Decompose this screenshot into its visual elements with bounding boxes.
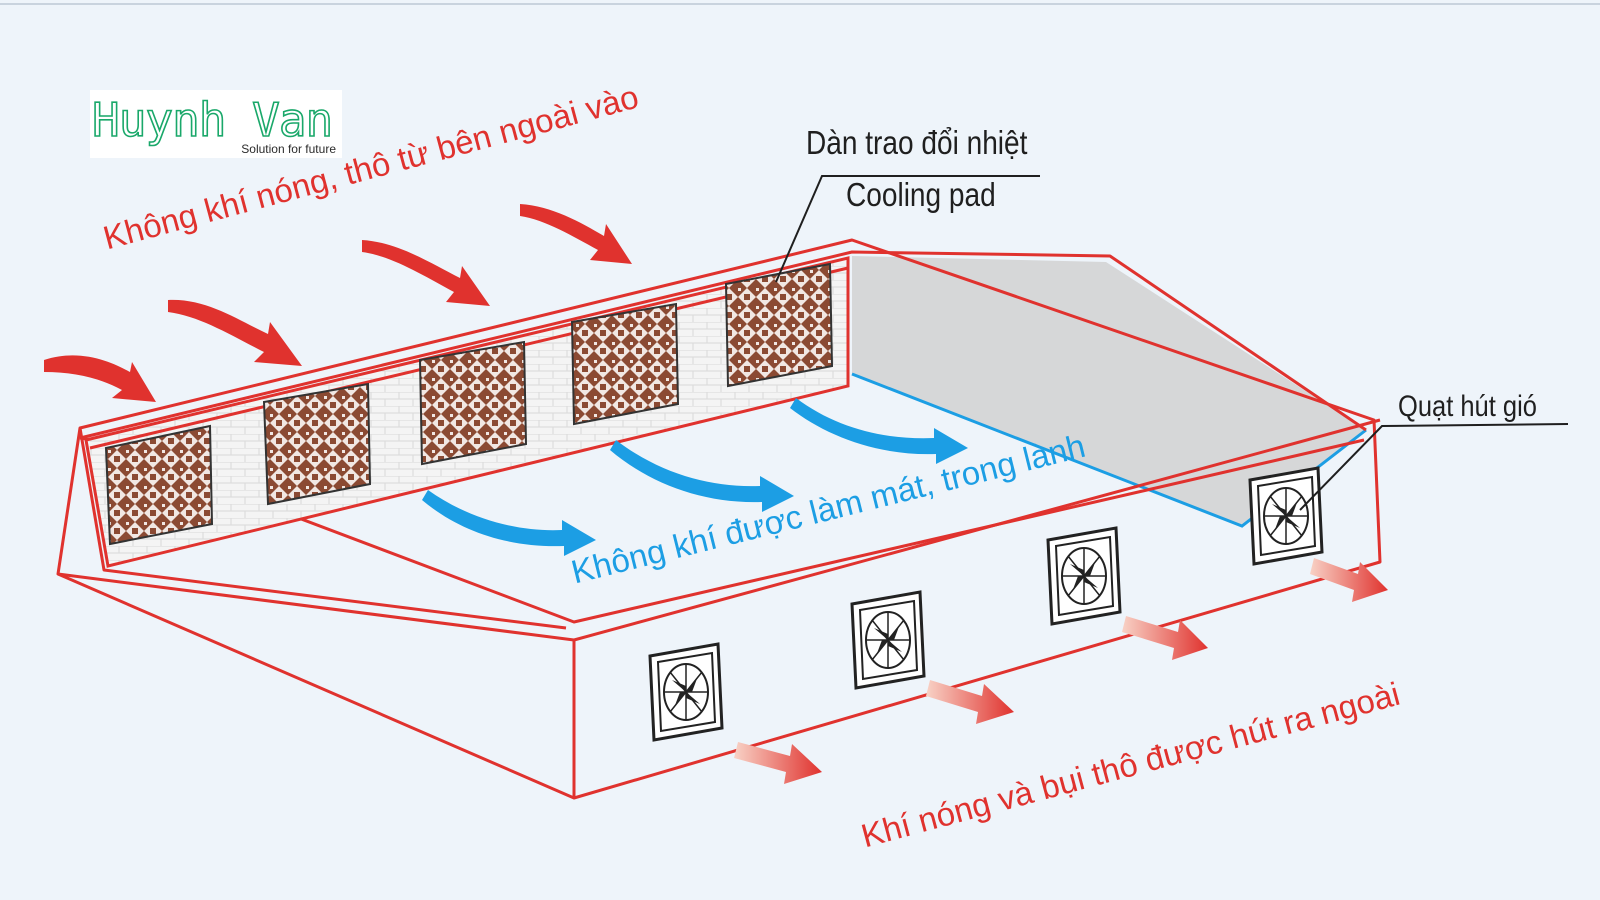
exhaust-fan-label: Quạt hút gió — [1398, 390, 1537, 423]
logo-brand: Huynh Van — [91, 92, 334, 148]
cooling-pad-icon — [262, 382, 372, 506]
exhaust-arrow-icon — [1122, 616, 1208, 660]
cool-air-arrow-icon — [422, 490, 596, 556]
exhaust-fan-icon — [1046, 526, 1122, 626]
floor-edge-line — [851, 372, 1367, 528]
cool-air-arrow-icon — [790, 398, 968, 464]
hot-air-arrow-icon — [520, 204, 632, 264]
exhaust-fan-icon — [1248, 466, 1324, 566]
exhaust-arrow-icon — [734, 742, 822, 784]
cooling-pads — [104, 262, 834, 546]
cooling-pad-icon — [104, 424, 214, 546]
cooling-pad-leader — [775, 175, 1040, 283]
logo: Huynh Van Solution for future — [90, 90, 342, 158]
cooling-pad-icon — [418, 340, 528, 466]
exhaust-arrows — [734, 558, 1388, 784]
cooling-pad-label-en: Cooling pad — [846, 176, 996, 213]
building-outline — [56, 238, 1382, 800]
hot-air-arrows — [44, 204, 632, 402]
cooling-pad-icon — [570, 302, 680, 426]
hot-air-arrow-icon — [44, 355, 156, 402]
exhaust-fan-icon — [648, 642, 724, 742]
hot-air-arrow-icon — [362, 240, 490, 306]
exhaust-fan-icon — [850, 590, 926, 690]
exhaust-arrow-icon — [1310, 558, 1388, 602]
hot-air-arrow-icon — [168, 299, 302, 366]
cool-air-arrows — [422, 398, 968, 556]
cooling-pad-icon — [724, 262, 834, 388]
fan-leader — [1299, 423, 1569, 511]
logo-tagline: Solution for future — [241, 142, 336, 156]
exhaust-arrow-icon — [926, 680, 1014, 724]
cooling-pad-label-vi: Dàn trao đổi nhiệt — [806, 124, 1028, 161]
cool-air-arrow-icon — [610, 440, 794, 512]
